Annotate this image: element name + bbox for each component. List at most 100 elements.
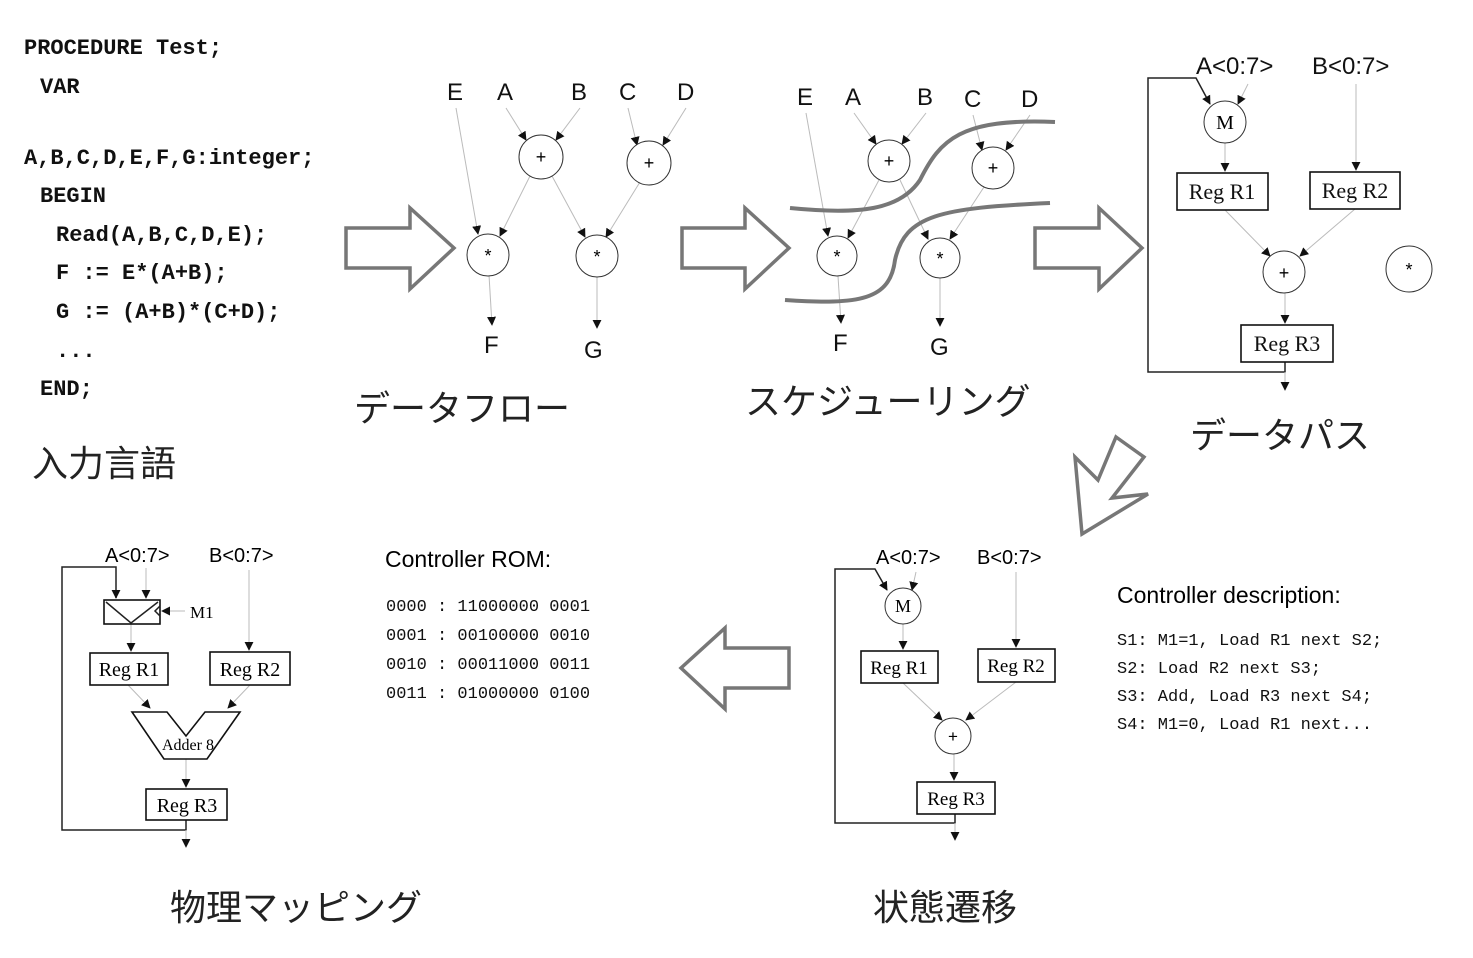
register-label: Reg R1 <box>99 659 160 681</box>
op-label: + <box>884 151 895 171</box>
input-label: A<0:7> <box>1196 53 1273 80</box>
input-label: B<0:7> <box>209 545 274 567</box>
multiply-node <box>919 237 961 279</box>
down-left-arrow-icon <box>1072 434 1149 537</box>
right-arrow-icon <box>1033 203 1145 294</box>
multiply-node <box>466 233 510 277</box>
rom-line: 0001 : 00100000 0010 <box>386 627 590 646</box>
op-label: + <box>948 727 958 746</box>
op-label: * <box>833 247 840 267</box>
left-arrow-icon <box>678 624 791 714</box>
register-label: Reg R3 <box>927 789 985 810</box>
right-arrow-icon <box>344 204 457 294</box>
code-line: VAR <box>40 75 80 100</box>
input-label: E <box>447 79 463 106</box>
input-language-code: PROCEDURE Test; VAR A,B,C,D,E,F,G:intege… <box>24 36 314 402</box>
code-line: END; <box>40 377 93 402</box>
controller-description-title: Controller description: <box>1117 582 1341 608</box>
rom-line: 0011 : 01000000 0100 <box>386 685 590 704</box>
add-node <box>626 140 672 186</box>
input-label: B <box>917 84 933 111</box>
input-label: E <box>797 84 813 111</box>
register-r3 <box>145 788 228 821</box>
add-node <box>934 717 972 755</box>
controller-line: S2: Load R2 next S3; <box>1117 660 1321 679</box>
output-label: F <box>484 332 499 359</box>
code-line: F := E*(A+B); <box>56 261 228 286</box>
register-r3 <box>916 781 996 815</box>
add-node <box>1262 250 1306 294</box>
controller-rom-title: Controller ROM: <box>385 546 551 572</box>
op-label: + <box>988 158 999 178</box>
register-label: Reg R1 <box>870 658 928 679</box>
multiply-node <box>816 235 858 277</box>
right-arrow-icon <box>680 204 792 294</box>
datapath-diagram: A<0:7> B<0:7> M Reg R1 Reg R2 Reg R3 + * <box>1147 53 1433 391</box>
register-label: Reg R2 <box>1322 178 1389 203</box>
register-label: Reg R3 <box>157 795 218 817</box>
input-label: C <box>619 79 636 106</box>
mux-label: M <box>895 596 911 616</box>
input-label: B <box>571 79 587 106</box>
register-label: Reg R2 <box>220 659 281 681</box>
schedule-boundary <box>789 119 1056 213</box>
code-line: Read(A,B,C,D,E); <box>56 223 267 248</box>
code-line: BEGIN <box>40 184 106 209</box>
add-node <box>518 134 564 180</box>
register-label: Reg R3 <box>1254 331 1321 356</box>
input-language-caption: 入力言語 <box>32 444 176 485</box>
input-label: A <box>497 79 513 106</box>
scheduling-caption: スケジューリング <box>745 382 1030 423</box>
input-label: C <box>964 86 981 113</box>
mux-node <box>884 587 922 625</box>
op-label: * <box>1405 260 1412 280</box>
controller-rom: 0000 : 11000000 0001 0001 : 00100000 001… <box>386 598 590 704</box>
rom-line: 0000 : 11000000 0001 <box>386 598 590 617</box>
code-line: ... <box>56 339 96 364</box>
register-r2 <box>1309 171 1401 210</box>
register-r2 <box>209 651 291 686</box>
controller-line: S4: M1=0, Load R1 next... <box>1117 716 1372 735</box>
physical-mapping-diagram: A<0:7> B<0:7> M1 Reg R1 Reg R2 Reg R3 Ad… <box>61 545 291 848</box>
output-label: G <box>930 334 949 361</box>
input-label: A<0:7> <box>105 545 170 567</box>
add-node <box>867 139 911 183</box>
adder-label: Adder 8 <box>162 737 214 754</box>
datapath-caption: データパス <box>1190 416 1370 457</box>
state-transition-diagram: A<0:7> B<0:7> M Reg R1 Reg R2 Reg R3 + <box>834 547 1056 841</box>
mux-label: M <box>1216 112 1234 134</box>
input-label: A <box>845 84 861 111</box>
multiply-node <box>575 234 619 278</box>
input-label: A<0:7> <box>876 547 941 569</box>
op-label: * <box>484 246 491 266</box>
controller-line: S1: M1=1, Load R1 next S2; <box>1117 632 1382 651</box>
scheduling-graph: E A B C D F G + + * <box>784 84 1056 361</box>
op-label: + <box>644 153 655 173</box>
register-r1 <box>1176 172 1269 211</box>
multiply-node <box>1385 245 1433 293</box>
rom-line: 0010 : 00011000 0011 <box>386 656 590 675</box>
op-label: * <box>593 247 600 267</box>
adder-8 <box>130 711 242 760</box>
output-label: F <box>833 330 848 357</box>
input-label: D <box>677 79 694 106</box>
input-label: B<0:7> <box>1312 53 1389 80</box>
multiplexer <box>103 599 161 625</box>
dataflow-graph: E A B C D F G + + * * <box>447 79 694 364</box>
output-label: G <box>584 337 603 364</box>
register-r1 <box>860 650 939 684</box>
op-label: + <box>1279 263 1290 283</box>
controller-description: S1: M1=1, Load R1 next S2; S2: Load R2 n… <box>1117 632 1382 735</box>
code-line: PROCEDURE Test; <box>24 36 222 61</box>
register-r1 <box>89 652 169 686</box>
code-line: G := (A+B)*(C+D); <box>56 300 280 325</box>
input-label: D <box>1021 86 1038 113</box>
physical-mapping-caption: 物理マッピング <box>170 888 422 929</box>
register-label: Reg R1 <box>1189 179 1256 204</box>
mux-select-label: M1 <box>190 603 214 622</box>
input-label: B<0:7> <box>977 547 1042 569</box>
register-r2 <box>977 648 1056 683</box>
state-transition-caption: 状態遷移 <box>873 888 1017 929</box>
mux-node <box>1203 100 1247 144</box>
